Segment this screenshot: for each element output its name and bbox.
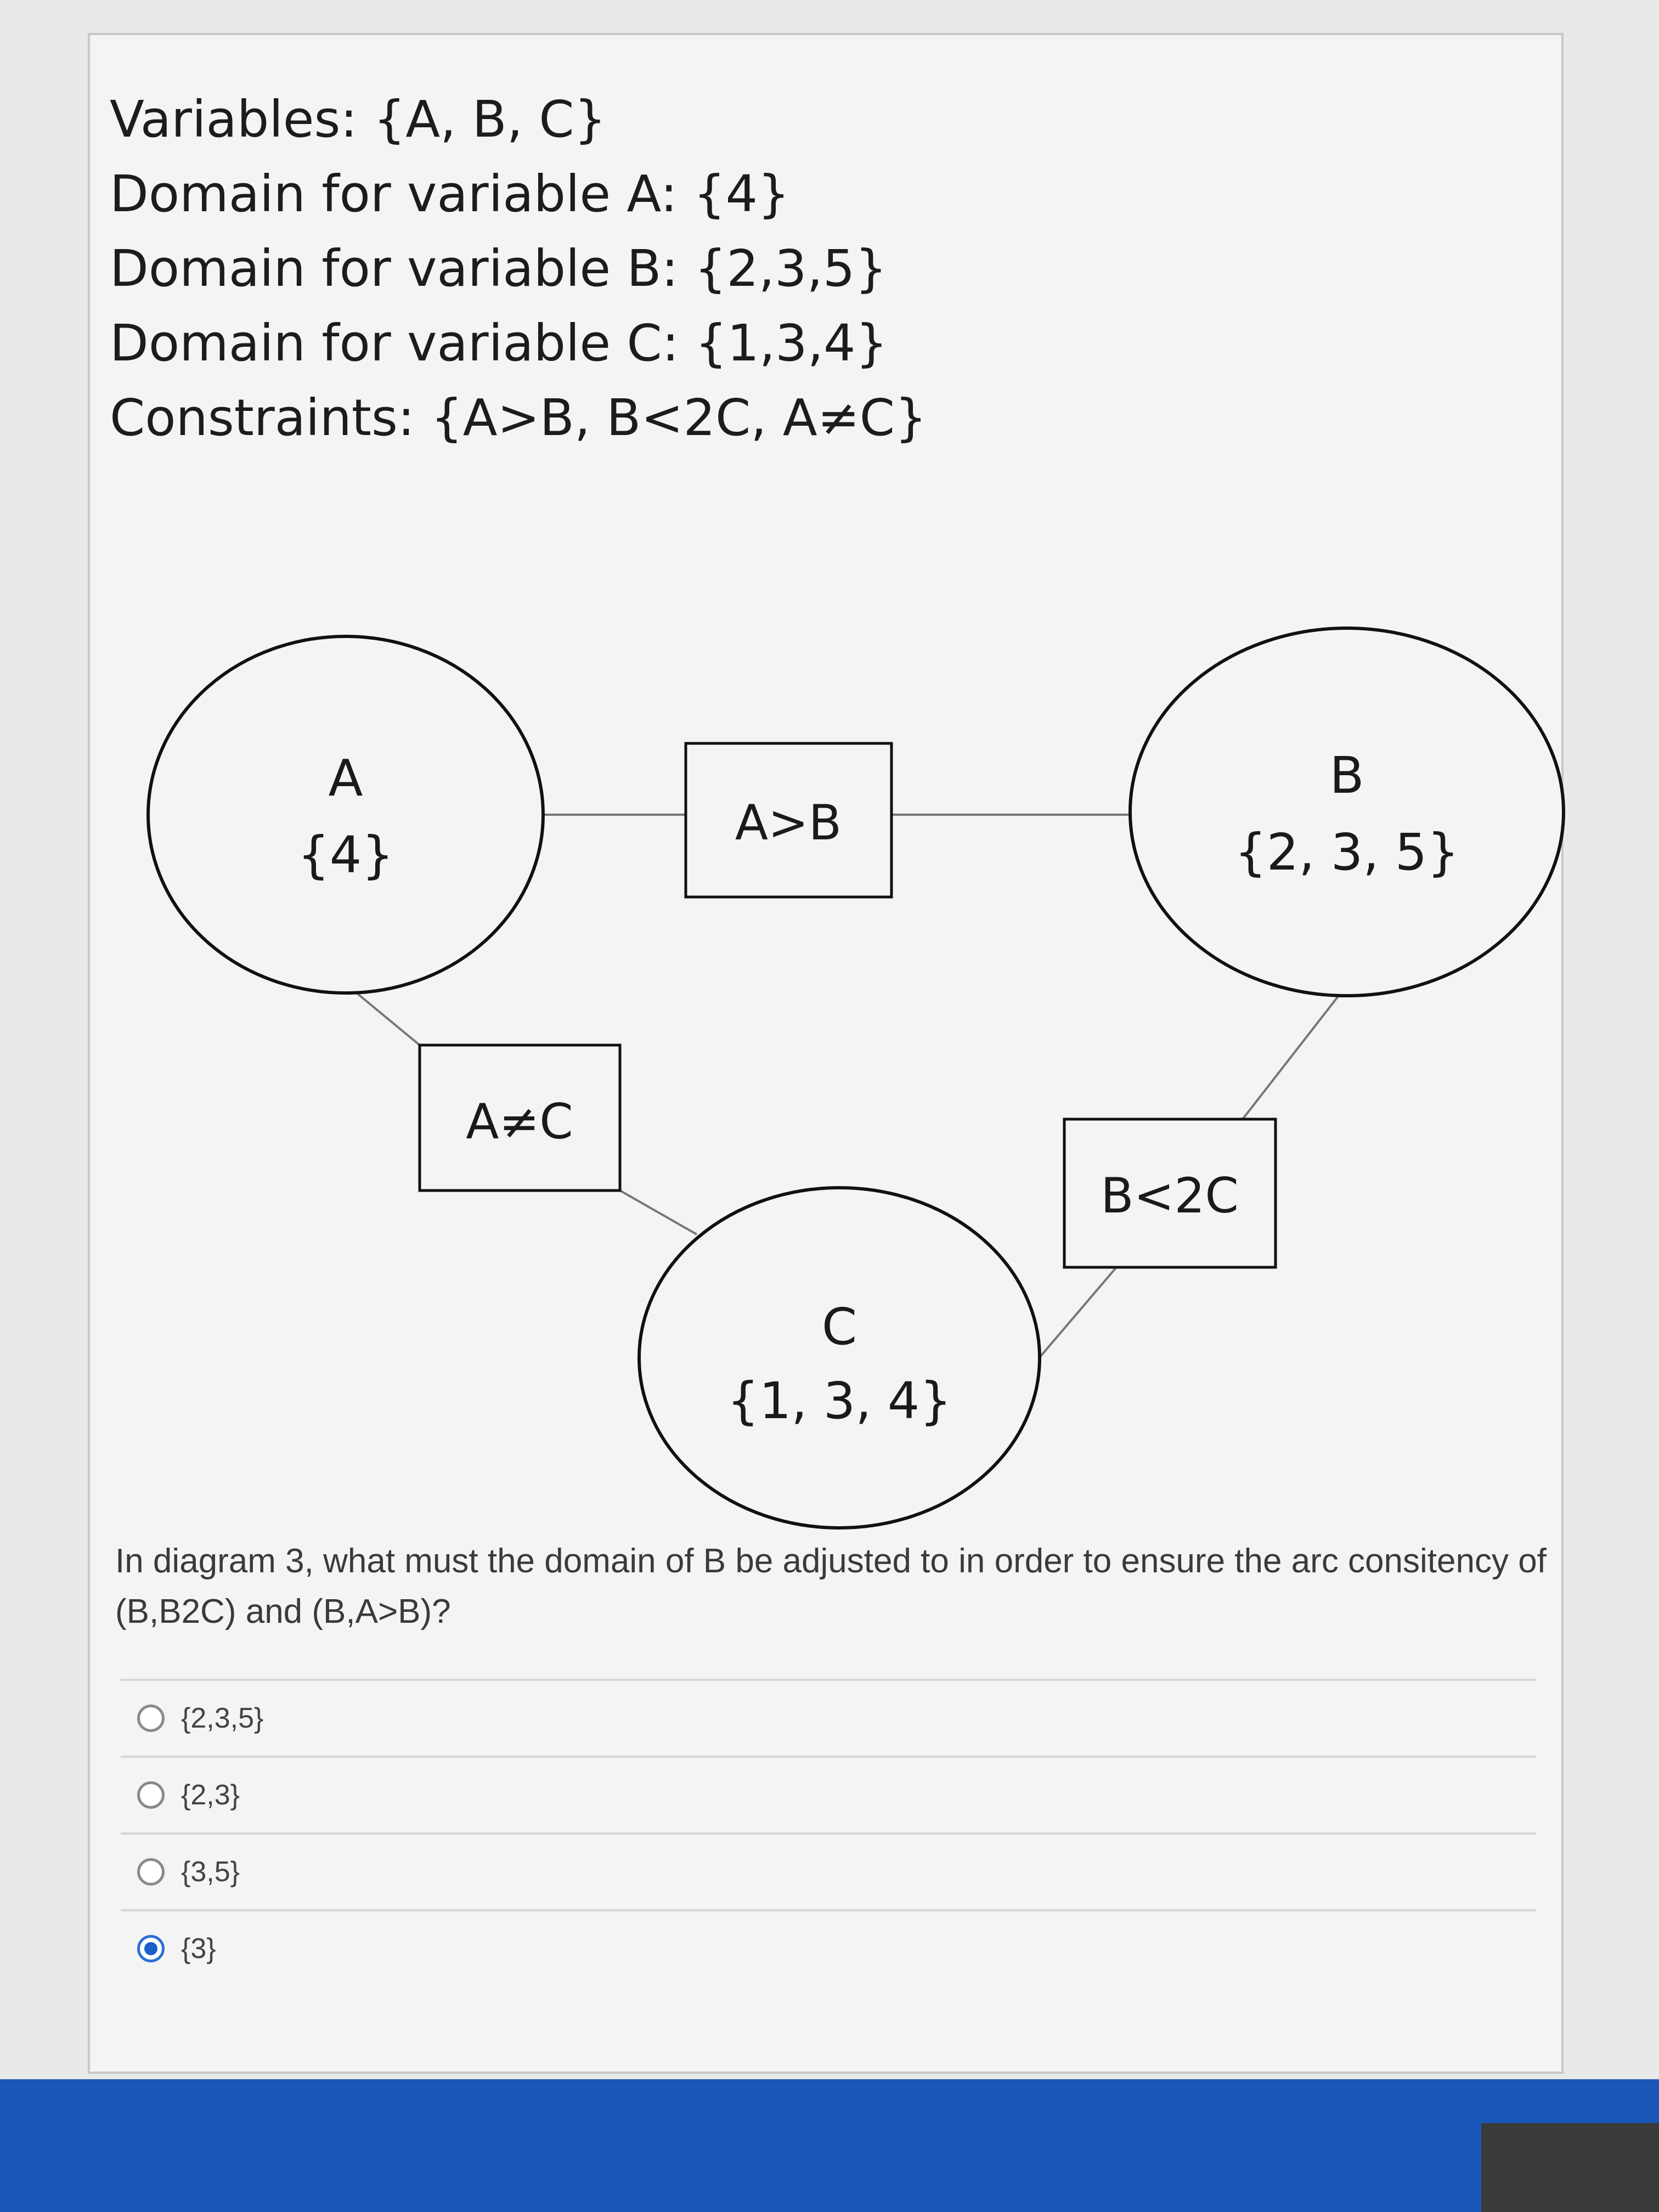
constraint-box-aneqc [418,1043,622,1192]
node-c-domain: {1, 3, 4} [727,1372,952,1430]
constraints-line: Constraints: {A>B, B<2C, A≠C} [110,388,927,447]
question-text: In diagram 3, what must the domain of B … [115,1542,1547,1630]
node-b-name: B [1329,746,1364,805]
question-card [88,33,1564,2074]
constraint-box-blt2c [1063,1118,1277,1269]
edge-blt2c-to-c [1036,1266,1118,1362]
radio-button[interactable] [137,1858,165,1886]
node-c-name: C [822,1297,857,1356]
answer-option[interactable]: {3} [121,1909,1536,1986]
answer-options: {2,3,5} {2,3} {3,5} {3} [121,1679,1536,1986]
node-c-circle [637,1186,1041,1530]
radio-button[interactable] [137,1705,165,1732]
answer-option-label: {3,5} [181,1856,240,1888]
edge-a-to-aneqc [356,992,421,1046]
constraint-label-blt2c: B<2C [1101,1167,1239,1224]
answer-option[interactable]: {3,5} [121,1832,1536,1909]
constraint-graph-diagram: A {4} B {2, 3, 5} C {1, 3, 4} A>B A≠C B<… [146,627,1565,1530]
variables-line: Variables: {A, B, C} [110,90,606,149]
constraint-box-agtb [684,742,893,899]
constraint-label-agtb: A>B [735,794,842,851]
monitor-bezel [1481,2123,1659,2212]
node-a-name: A [329,749,363,808]
domain-a-line: Domain for variable A: {4} [110,165,790,223]
answer-option[interactable]: {2,3,5} [121,1679,1536,1756]
constraint-label-aneqc: A≠C [466,1093,573,1150]
edge-b-to-blt2c [1242,995,1340,1120]
domain-b-line: Domain for variable B: {2,3,5} [110,239,887,298]
node-b-domain: {2, 3, 5} [1234,823,1459,882]
answer-option-label: {2,3,5} [181,1702,264,1734]
answer-option-label: {2,3} [181,1779,240,1811]
radio-button[interactable] [137,1781,165,1809]
node-b-circle [1128,627,1565,997]
node-a-circle [146,635,545,995]
node-a-domain: {4} [297,826,394,884]
answer-option[interactable]: {2,3} [121,1756,1536,1832]
radio-button-selected[interactable] [137,1935,165,1962]
edge-aneqc-to-c [619,1189,697,1235]
answer-option-label: {3} [181,1933,216,1965]
domain-c-line: Domain for variable C: {1,3,4} [110,314,888,373]
problem-statement: Variables: {A, B, C} Domain for variable… [110,82,927,455]
taskbar [0,2079,1659,2212]
